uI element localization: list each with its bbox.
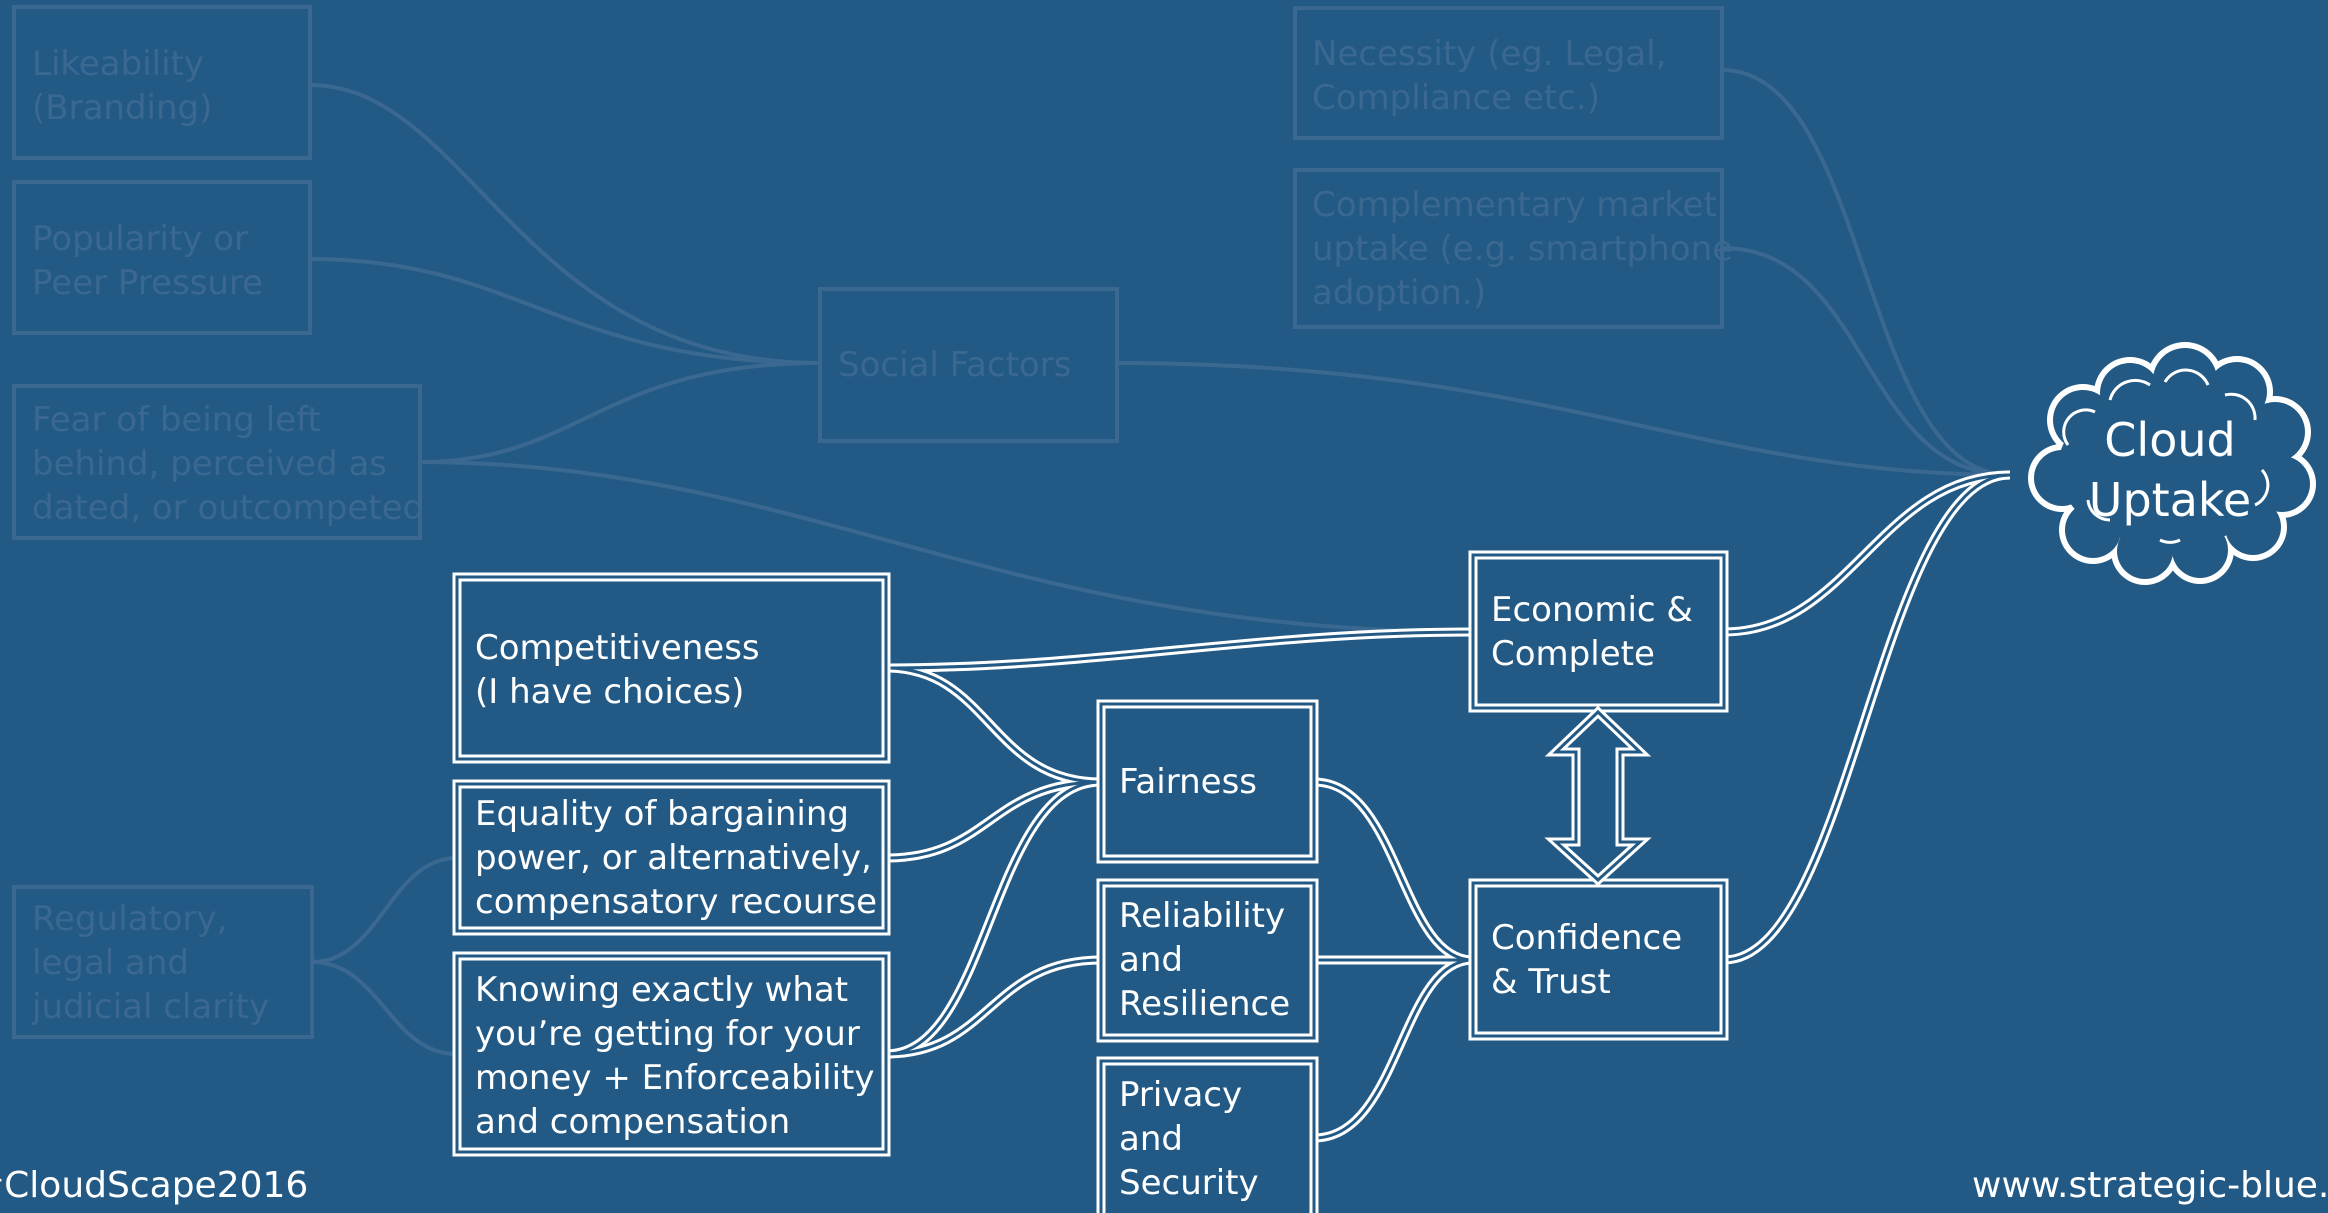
box-fear	[12, 384, 422, 540]
label-social-factors: Social Factors	[838, 345, 1072, 385]
label-economic: Economic & Complete	[1491, 590, 1693, 674]
label-reliability: Reliability and Resilience	[1119, 896, 1291, 1024]
label-competitiveness: Competitiveness (I have choices)	[475, 628, 760, 712]
box-regulatory	[12, 885, 314, 1039]
label-popularity: Popularity or Peer Pressure	[32, 219, 264, 303]
connector-complementary-cloud	[1721, 246, 2011, 477]
label-complementary: Complementary market uptake (e.g. smartp…	[1312, 185, 1734, 313]
label-necessity: Necessity (eg. Legal, Compliance etc.)	[1312, 34, 1667, 118]
connector-regulatory-equality	[311, 856, 458, 964]
footer-hashtag: #CloudScape2016	[0, 1165, 309, 1206]
label-regulatory: Regulatory, legal and judicial clarity	[32, 899, 270, 1027]
label-knowing: Knowing exactly what you’re getting for …	[475, 970, 875, 1142]
connector-fear-economic	[419, 460, 1474, 634]
label-confidence: Confidence & Trust	[1491, 918, 1683, 1002]
connector-regulatory-knowing	[311, 960, 458, 1056]
box-likeability	[12, 5, 312, 160]
label-likeability: Likeability (Branding)	[32, 44, 213, 128]
connector-popularity-social	[309, 257, 821, 365]
cloud-shape	[2028, 342, 2316, 585]
footer-website: www.strategic-blue.com	[1972, 1165, 2328, 1206]
box-social-factors	[818, 287, 1119, 443]
box-popularity	[12, 180, 312, 335]
box-complementary	[1293, 168, 1724, 329]
box-necessity	[1293, 6, 1724, 140]
connector-fairness-confidence	[1313, 777, 1474, 965]
connector-likeability-social	[309, 83, 821, 365]
connector-privacy-confidence	[1313, 955, 1474, 1143]
connector-fear-social	[419, 361, 821, 464]
connector-necessity-cloud	[1721, 68, 2011, 477]
label-equality: Equality of bargaining power, or alterna…	[475, 794, 878, 922]
connector-social-cloud	[1116, 361, 2011, 477]
label-cloud-uptake: Cloud Uptake	[2088, 413, 2252, 527]
connector-competitiveness-fairness	[885, 663, 1102, 787]
label-privacy: Privacy and Security	[1119, 1075, 1259, 1203]
label-fairness: Fairness	[1119, 762, 1257, 802]
label-fear: Fear of being left behind, perceived as …	[32, 400, 425, 528]
